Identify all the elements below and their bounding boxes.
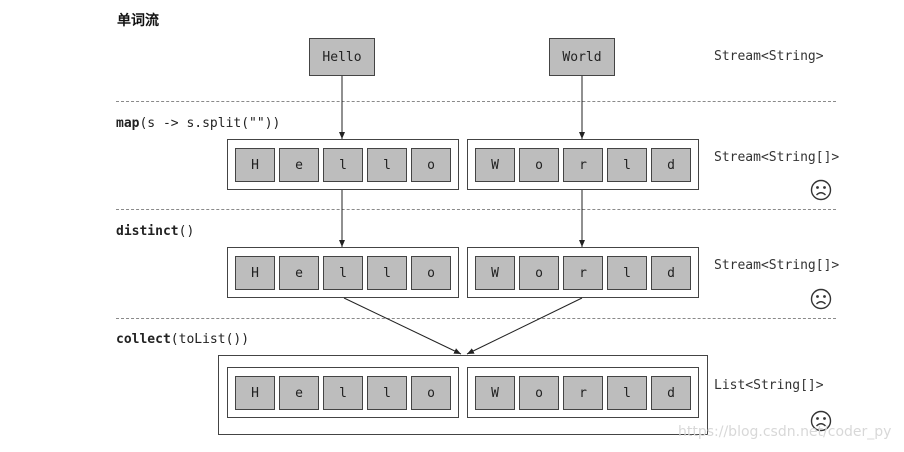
- cell: l: [607, 148, 647, 182]
- cell: l: [607, 256, 647, 290]
- sad-face-icon: [810, 410, 832, 432]
- map-world-group: W o r l d: [467, 139, 699, 190]
- cell: l: [367, 256, 407, 290]
- cell: l: [323, 376, 363, 410]
- cell: o: [519, 148, 559, 182]
- cell: H: [235, 256, 275, 290]
- operation-distinct: distinct(): [116, 224, 194, 239]
- cell: e: [279, 148, 319, 182]
- cell: e: [279, 256, 319, 290]
- cell: W: [475, 376, 515, 410]
- divider-2: [116, 209, 836, 210]
- cell: r: [563, 256, 603, 290]
- cell: W: [475, 148, 515, 182]
- cell: l: [367, 376, 407, 410]
- operation-collect-args: (toList()): [170, 332, 250, 347]
- type-label-stream-array-2: Stream<String[]>: [714, 258, 840, 273]
- word-box-world: World: [549, 38, 615, 76]
- cell: H: [235, 376, 275, 410]
- type-label-list-array: List<String[]>: [714, 378, 824, 393]
- arrow-distinct-world-to-collect: [466, 297, 583, 355]
- cell: r: [563, 376, 603, 410]
- map-hello-group: H e l l o: [227, 139, 459, 190]
- watermark: https://blog.csdn.net/coder_py: [678, 424, 892, 440]
- distinct-hello-group: H e l l o: [227, 247, 459, 298]
- cell: W: [475, 256, 515, 290]
- divider-3: [116, 318, 836, 319]
- cell: o: [519, 256, 559, 290]
- cell: o: [411, 148, 451, 182]
- operation-collect: collect(toList()): [116, 332, 249, 347]
- cell: l: [323, 148, 363, 182]
- operation-distinct-args: (): [178, 224, 195, 239]
- cell: d: [651, 376, 691, 410]
- arrow-distinct-hello-to-collect: [343, 297, 462, 355]
- distinct-world-group: W o r l d: [467, 247, 699, 298]
- operation-collect-fn: collect: [116, 332, 171, 347]
- cell: l: [323, 256, 363, 290]
- diagram-title: 单词流: [117, 13, 159, 29]
- cell: e: [279, 376, 319, 410]
- cell: d: [651, 148, 691, 182]
- cell: d: [651, 256, 691, 290]
- cell: l: [367, 148, 407, 182]
- type-label-stream-array-1: Stream<String[]>: [714, 150, 840, 165]
- sad-face-icon: [810, 179, 832, 201]
- cell: o: [411, 256, 451, 290]
- divider-1: [116, 101, 836, 102]
- operation-map: map(s -> s.split("")): [116, 116, 280, 131]
- operation-distinct-fn: distinct: [116, 224, 179, 239]
- cell: o: [519, 376, 559, 410]
- operation-map-args: (s -> s.split("")): [139, 116, 281, 131]
- operation-map-fn: map: [116, 116, 140, 131]
- cell: l: [607, 376, 647, 410]
- sad-face-icon: [810, 288, 832, 310]
- type-label-stream-string: Stream<String>: [714, 49, 824, 64]
- word-box-hello: Hello: [309, 38, 375, 76]
- collect-world-group: W o r l d: [467, 367, 699, 418]
- collect-hello-group: H e l l o: [227, 367, 459, 418]
- cell: r: [563, 148, 603, 182]
- cell: H: [235, 148, 275, 182]
- cell: o: [411, 376, 451, 410]
